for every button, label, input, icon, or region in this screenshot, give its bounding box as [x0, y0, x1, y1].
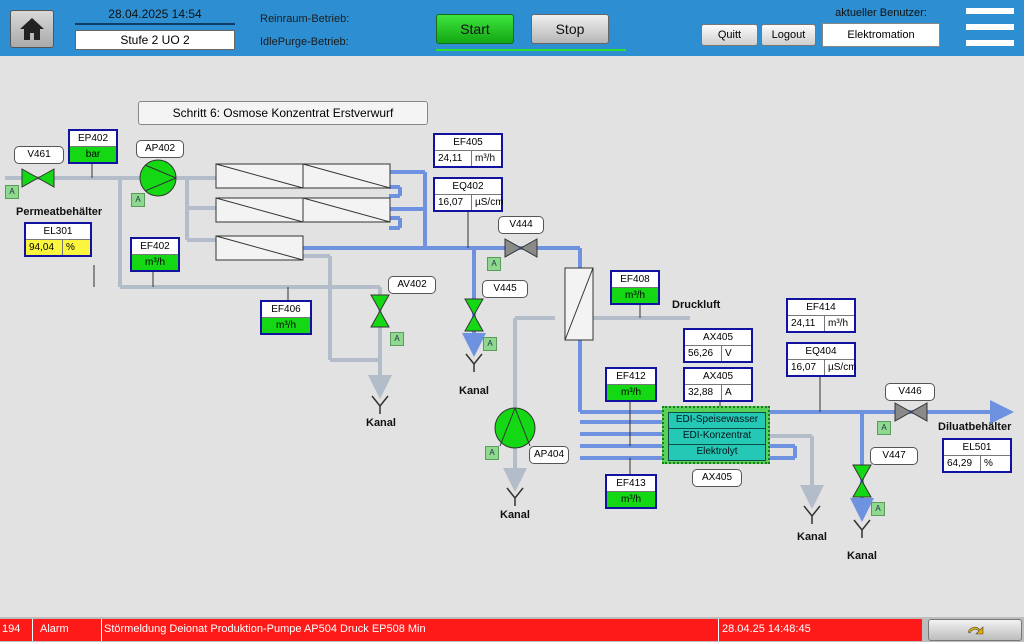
- datetime-display: 28.04.2025 14:54: [75, 5, 235, 25]
- logout-button[interactable]: Logout: [761, 24, 816, 46]
- edi-speisewasser: EDI-Speisewasser: [668, 412, 766, 429]
- valve-v445-tag[interactable]: V445: [482, 280, 528, 298]
- meas-ef412[interactable]: EF412 m³/h: [605, 367, 657, 402]
- ro-module-1: [215, 163, 391, 261]
- acknowledge-button[interactable]: [928, 619, 1022, 641]
- meas-ef413[interactable]: EF413 m³/h: [605, 474, 657, 509]
- stage-display: Stufe 2 UO 2: [75, 30, 235, 50]
- valve-v461-tag[interactable]: V461: [14, 146, 64, 164]
- valve-v447-tag[interactable]: V447: [870, 447, 918, 465]
- permeat-tank-label: Permeatbehälter: [16, 206, 103, 218]
- edi-unit[interactable]: EDI-Speisewasser EDI-Konzentrat Elektrol…: [662, 406, 770, 464]
- auto-badge-v446: A: [877, 421, 891, 435]
- auto-badge-v447: A: [871, 502, 885, 516]
- meas-el301[interactable]: EL301 94,04%: [24, 222, 92, 257]
- drain-label: Kanal: [797, 531, 827, 543]
- menu-icon[interactable]: [966, 6, 1014, 48]
- auto-badge-v445: A: [483, 337, 497, 351]
- edi-ax405-tag[interactable]: AX405: [692, 469, 742, 487]
- edi-elektrolyt: Elektrolyt: [668, 444, 766, 461]
- druckluft-label: Druckluft: [672, 299, 721, 311]
- meas-ep402[interactable]: EP402 bar: [68, 129, 118, 164]
- pump-ap404-tag[interactable]: AP404: [529, 446, 569, 464]
- filter-icon: [564, 267, 594, 341]
- acknowledge-icon: [967, 626, 984, 635]
- valve-v446-tag[interactable]: V446: [885, 383, 935, 401]
- meas-ef408[interactable]: EF408 m³/h: [610, 270, 660, 305]
- auto-badge-v461: A: [5, 185, 19, 199]
- alarm-time: 28.04.25 14:48:45: [722, 623, 811, 635]
- pump-icon: [139, 159, 536, 449]
- alarm-message: Störmeldung Deionat Produktion-Pumpe AP5…: [104, 623, 426, 635]
- edi-konzentrat: EDI-Konzentrat: [668, 428, 766, 445]
- reinraum-label: Reinraum-Betrieb:: [260, 13, 350, 25]
- drain-label: Kanal: [847, 550, 877, 562]
- meas-ef406[interactable]: EF406 m³/h: [260, 300, 312, 335]
- step-display: Schritt 6: Osmose Konzentrat Erstverwurf: [138, 101, 428, 125]
- meas-ef402[interactable]: EF402 m³/h: [130, 237, 180, 272]
- meas-el501[interactable]: EL501 64,29%: [942, 438, 1012, 473]
- auto-badge-av402: A: [390, 332, 404, 346]
- alarm-id: 194: [2, 623, 21, 635]
- auto-badge-v444: A: [487, 257, 501, 271]
- stop-button[interactable]: Stop: [531, 14, 609, 44]
- auto-badge-ap404: A: [485, 446, 499, 460]
- process-diagram: [5, 159, 1014, 538]
- drain-label: Kanal: [459, 385, 489, 397]
- drain-label: Kanal: [366, 417, 396, 429]
- pump-ap402-tag[interactable]: AP402: [136, 140, 184, 158]
- alarm-type: Alarm: [40, 623, 69, 635]
- drain-label: Kanal: [500, 509, 530, 521]
- auto-badge-ap402: A: [131, 193, 145, 207]
- valve-v444-tag[interactable]: V444: [498, 216, 544, 234]
- home-icon: [20, 18, 44, 40]
- start-underline: [436, 49, 626, 51]
- diluat-tank-label: Diluatbehälter: [938, 421, 1012, 433]
- current-user-label: aktueller Benutzer:: [835, 7, 927, 19]
- start-button[interactable]: Start: [436, 14, 514, 44]
- idlepurge-label: IdlePurge-Betrieb:: [260, 36, 349, 48]
- current-user-value: Elektromation: [822, 23, 940, 47]
- home-button[interactable]: [10, 10, 54, 48]
- valve-av402-tag[interactable]: AV402: [388, 276, 436, 294]
- alarm-bar[interactable]: 194 Alarm Störmeldung Deionat Produktion…: [0, 619, 922, 641]
- quitt-button[interactable]: Quitt: [701, 24, 758, 46]
